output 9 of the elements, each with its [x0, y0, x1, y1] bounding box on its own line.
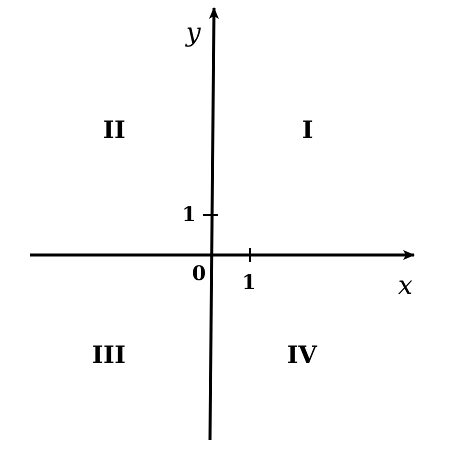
quadrant-label: II	[103, 118, 126, 142]
origin-label: 0	[192, 263, 206, 283]
quadrant-label: I	[302, 118, 314, 142]
quadrant-label: IV	[287, 343, 317, 367]
axis-label: y	[186, 20, 201, 46]
quadrant-label: III	[92, 343, 126, 367]
tick-label: 1	[182, 204, 196, 224]
axis-label: x	[398, 273, 413, 299]
tick-label: 1	[242, 272, 256, 292]
